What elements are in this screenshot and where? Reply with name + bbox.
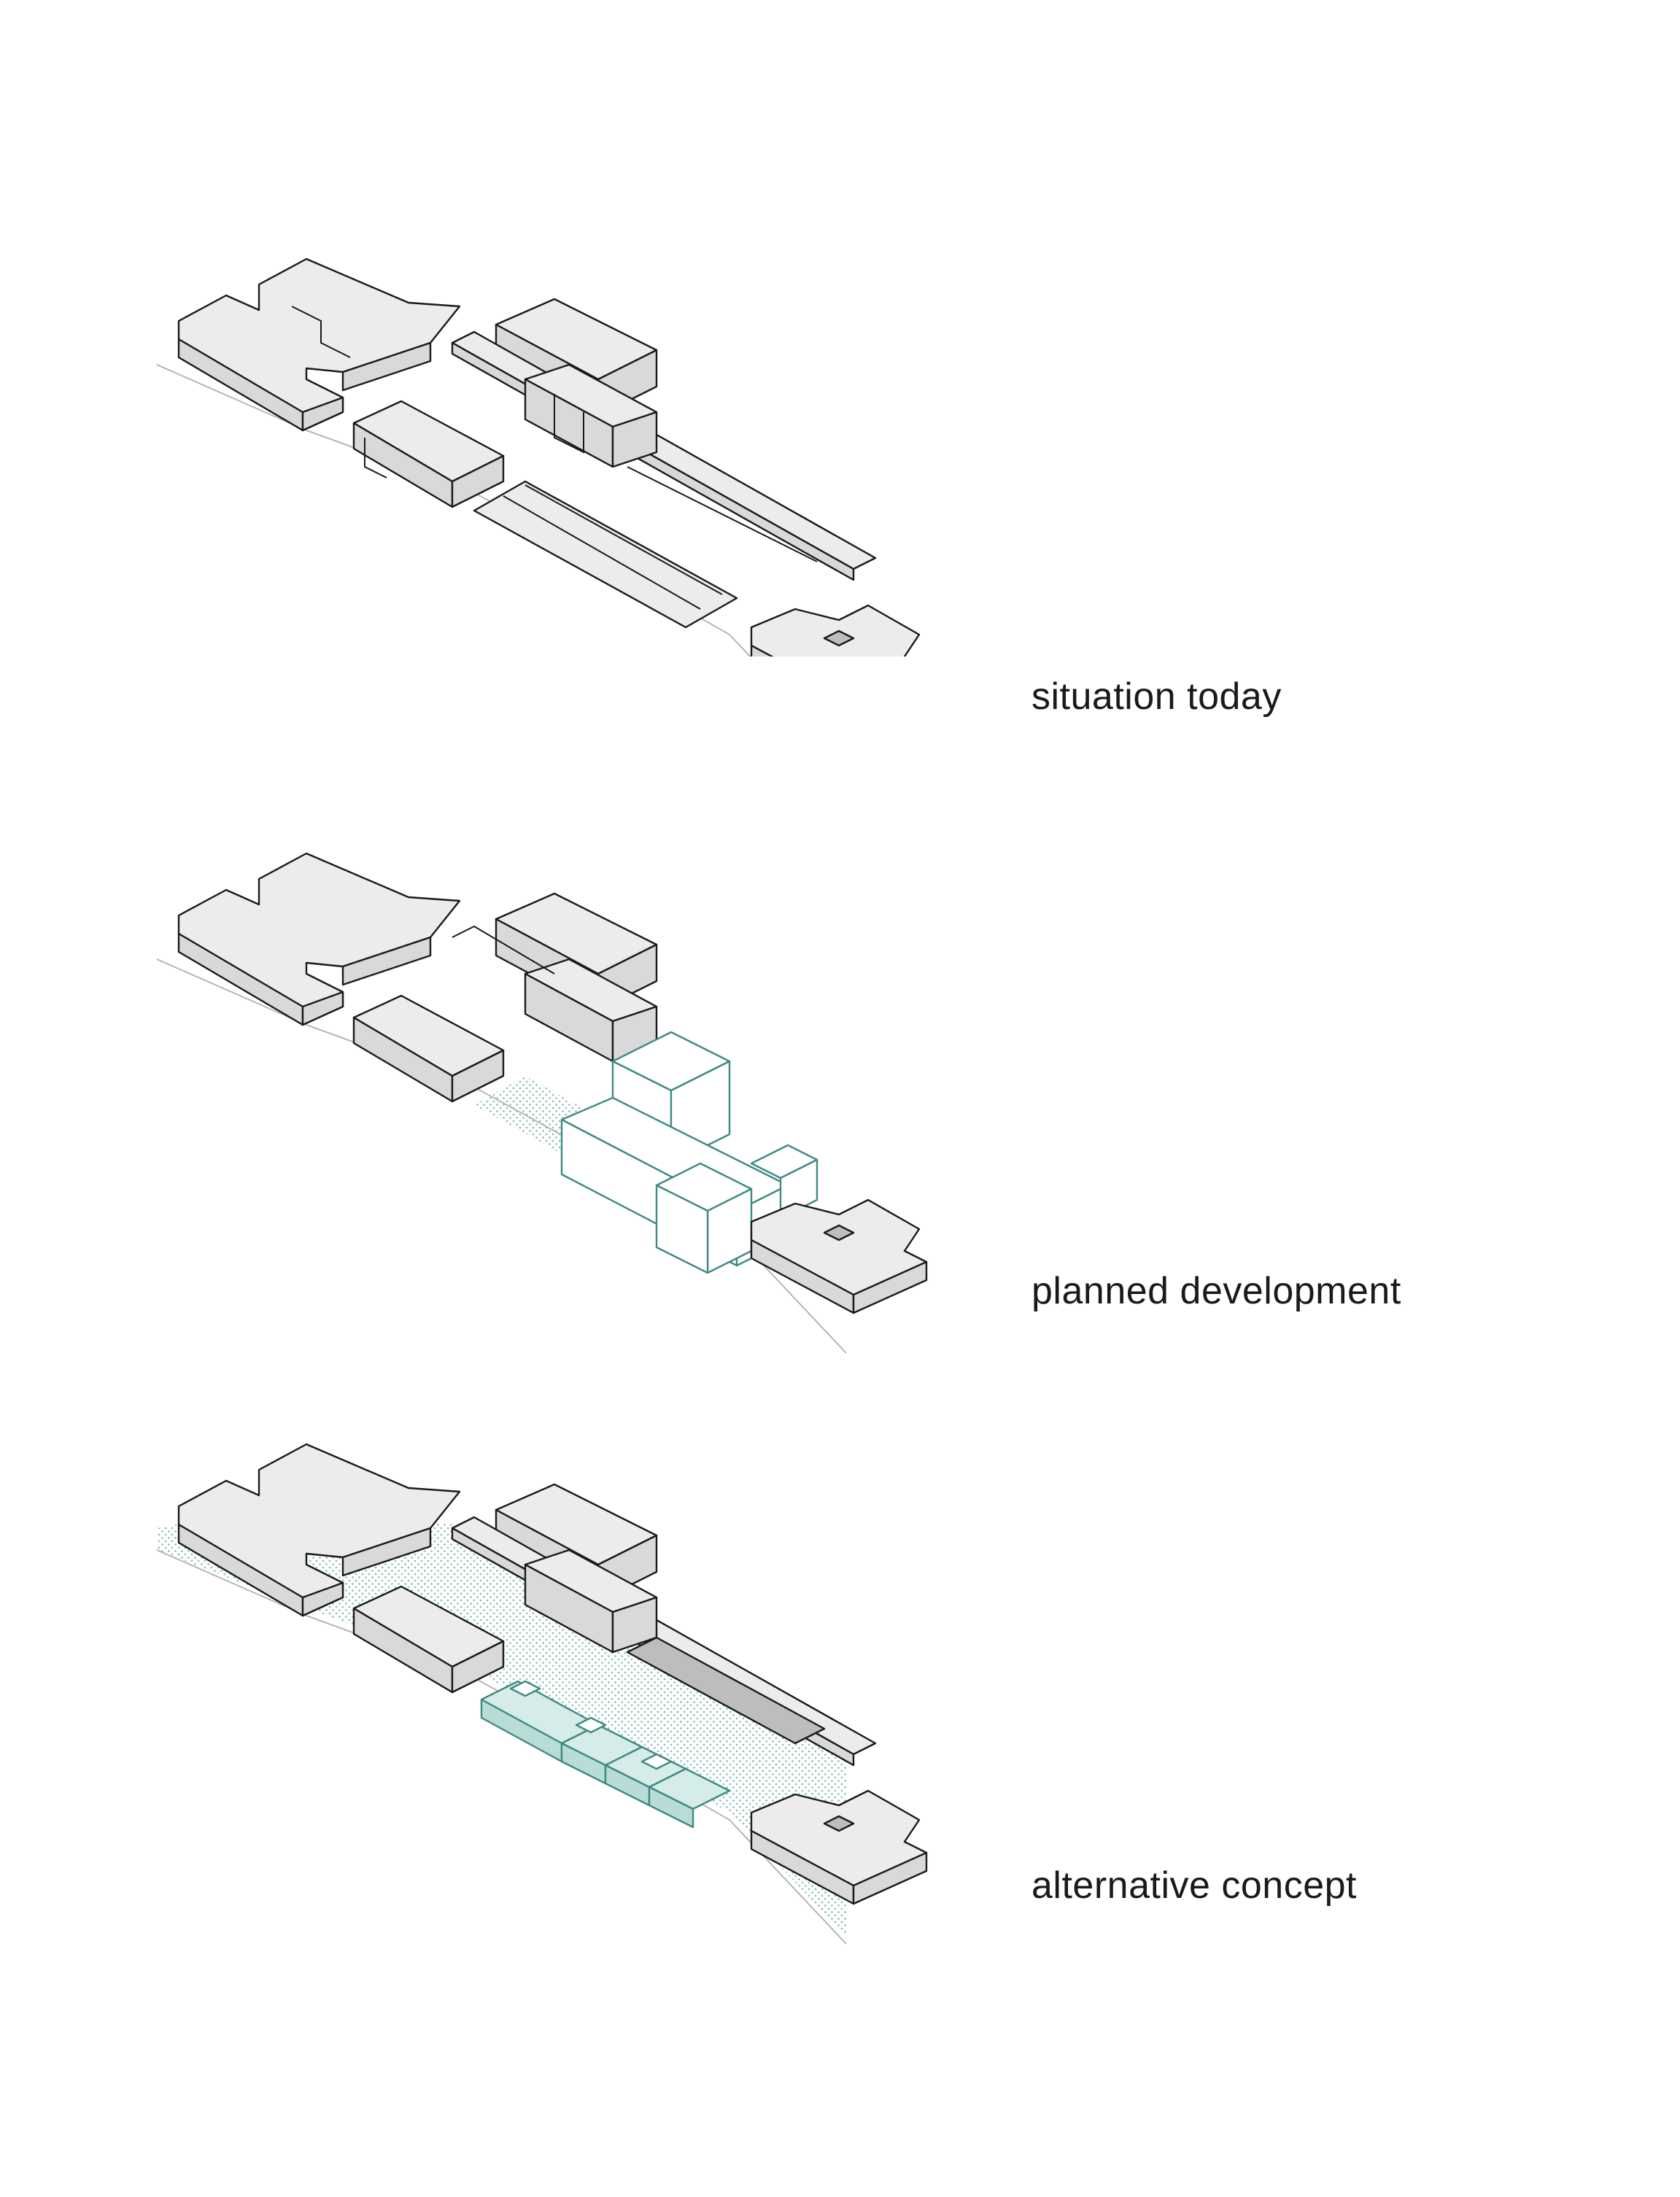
caption-alternative-concept: alternative concept (1031, 1864, 1357, 1907)
panel-alternative-concept: alternative concept (0, 0, 1680, 656)
courtyard-building (751, 1791, 926, 1904)
